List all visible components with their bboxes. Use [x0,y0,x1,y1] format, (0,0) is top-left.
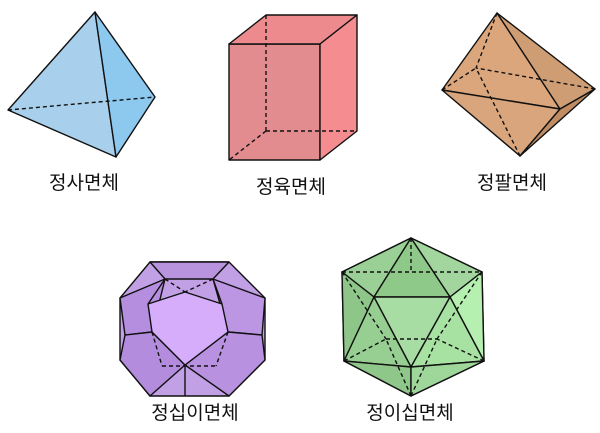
cube-drawing [228,14,358,161]
cube-label: 정육면체 [256,176,326,198]
dodecahedron-drawing [119,261,266,397]
tetrahedron-label: 정사면체 [49,172,119,194]
octahedron-label: 정팔면체 [477,172,547,194]
tetrahedron-face-right [94,11,156,158]
icosahedron-label: 정이십면체 [366,402,454,424]
octahedron-face-bottom-right [519,88,596,157]
icosahedron-drawing [341,237,485,397]
cube-face-right [319,14,358,161]
cube-face-front [228,43,321,161]
tetrahedron-drawing [7,11,156,158]
octahedron-drawing [441,12,596,157]
dodecahedron-label: 정십이면체 [151,402,239,424]
